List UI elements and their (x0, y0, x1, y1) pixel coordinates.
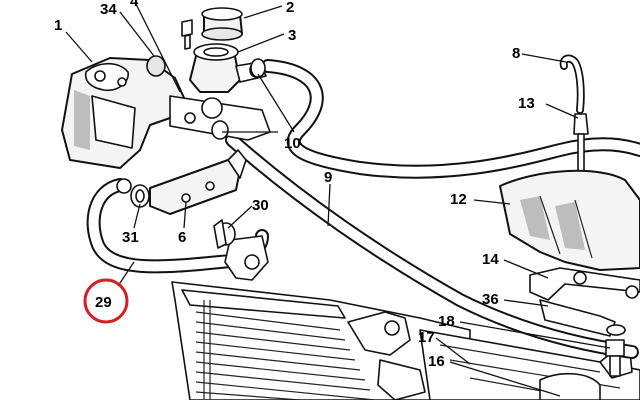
bracket-14 (529, 267, 640, 301)
callout-29: 29 (95, 294, 112, 311)
bracket-36 (539, 299, 626, 337)
callout-18: 18 (438, 313, 455, 330)
callout-8: 8 (512, 45, 520, 62)
bracket-rail-6 (149, 149, 247, 215)
callout-3: 3 (288, 27, 296, 44)
callout-36: 36 (482, 291, 499, 308)
leader-lines (65, 3, 611, 397)
callout-9: 9 (324, 169, 332, 186)
highlight-callout-29: 29 (83, 278, 129, 324)
expansion-tank (61, 57, 186, 169)
callout-13: 13 (518, 95, 535, 112)
callout-14: 14 (482, 251, 499, 268)
screw-4 (181, 19, 193, 50)
radiator-fins (195, 300, 376, 400)
radiator (171, 281, 471, 400)
callout-30: 30 (252, 197, 269, 214)
hose-clamps-10 (211, 58, 266, 140)
callout-2: 2 (286, 0, 294, 16)
callout-10: 10 (284, 135, 301, 152)
filler-neck-assembly (169, 43, 271, 141)
radiator-cap-2 (201, 7, 243, 41)
grommet-34 (146, 55, 166, 77)
callout-4: 4 (130, 0, 139, 10)
bolt-18 (605, 339, 625, 377)
callout-17: 17 (418, 329, 435, 346)
clamp-31 (130, 184, 150, 208)
breather-pipe-8 (559, 54, 585, 114)
callout-34: 34 (100, 1, 117, 18)
callout-31: 31 (122, 229, 139, 246)
callout-1: 1 (54, 17, 62, 34)
callout-12: 12 (450, 191, 467, 208)
highlight-circle (83, 278, 129, 324)
mount-bracket (224, 235, 269, 281)
reservoir-12 (499, 169, 640, 271)
callout-6: 6 (178, 229, 186, 246)
lower-right-assembly (419, 329, 640, 400)
clamp-30 (213, 219, 236, 249)
callout-labels: 1 2 3 4 6 8 9 10 12 13 14 16 17 18 30 31… (54, 0, 535, 370)
callout-16: 16 (428, 353, 445, 370)
